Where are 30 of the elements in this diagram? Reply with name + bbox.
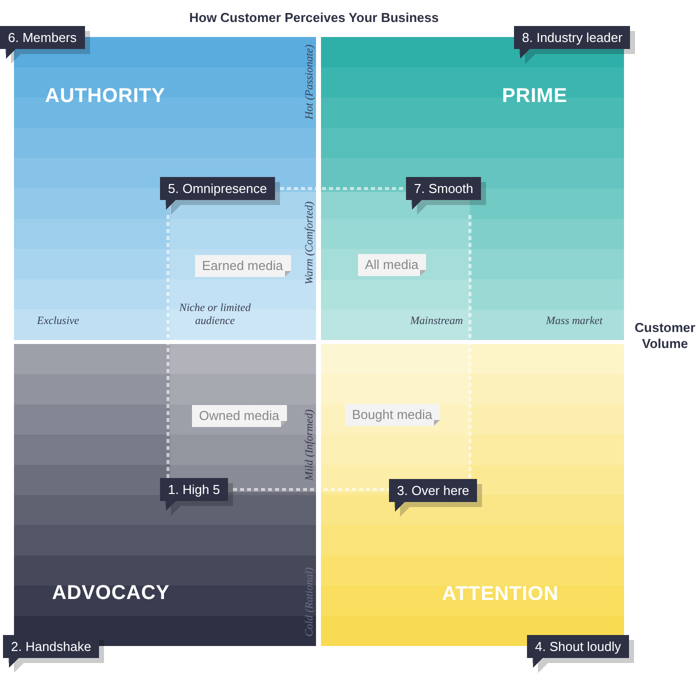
speech-bubble: 4. Shout loudly (527, 635, 634, 673)
speech-bubble: 8. Industry leader (514, 26, 636, 64)
dotted-connector (233, 488, 389, 491)
note-card: Bought media (345, 404, 440, 426)
axis-label: Mainstream (410, 315, 463, 328)
dotted-connector (166, 215, 170, 478)
quadrant-title: ADVOCACY (52, 582, 170, 604)
chart-title: How Customer Perceives Your Business (189, 10, 439, 25)
dotted-connector (280, 187, 406, 190)
axis-label: Niche or limited audience (178, 302, 252, 328)
axis-label: Mass market (546, 315, 603, 328)
speech-bubble: 1. High 5 (160, 478, 234, 516)
axis-label: Mild (Informed) (304, 409, 316, 481)
dotted-connector (468, 215, 472, 479)
axis-label: Cold (Rational) (304, 567, 316, 637)
speech-bubble: 7. Smooth (406, 177, 486, 215)
axis-label: Exclusive (37, 315, 80, 328)
speech-bubble: 6. Members (0, 26, 90, 64)
axis-title: Customer Volume (634, 320, 696, 352)
quadrant-title: AUTHORITY (45, 85, 166, 107)
axis-label: Warm (Comforted) (304, 202, 316, 284)
quadrant-title: ATTENTION (442, 583, 559, 605)
quadrant-title: PRIME (502, 85, 568, 107)
speech-bubble: 2. Handshake (3, 635, 104, 673)
axis-label: Hot (Passionate) (304, 44, 316, 120)
note-card: Earned media (195, 255, 291, 277)
speech-bubble: 5. Omnipresence (160, 177, 280, 215)
note-card: Owned media (192, 405, 288, 427)
speech-bubble: 3. Over here (389, 479, 482, 517)
note-card: All media (358, 254, 426, 276)
